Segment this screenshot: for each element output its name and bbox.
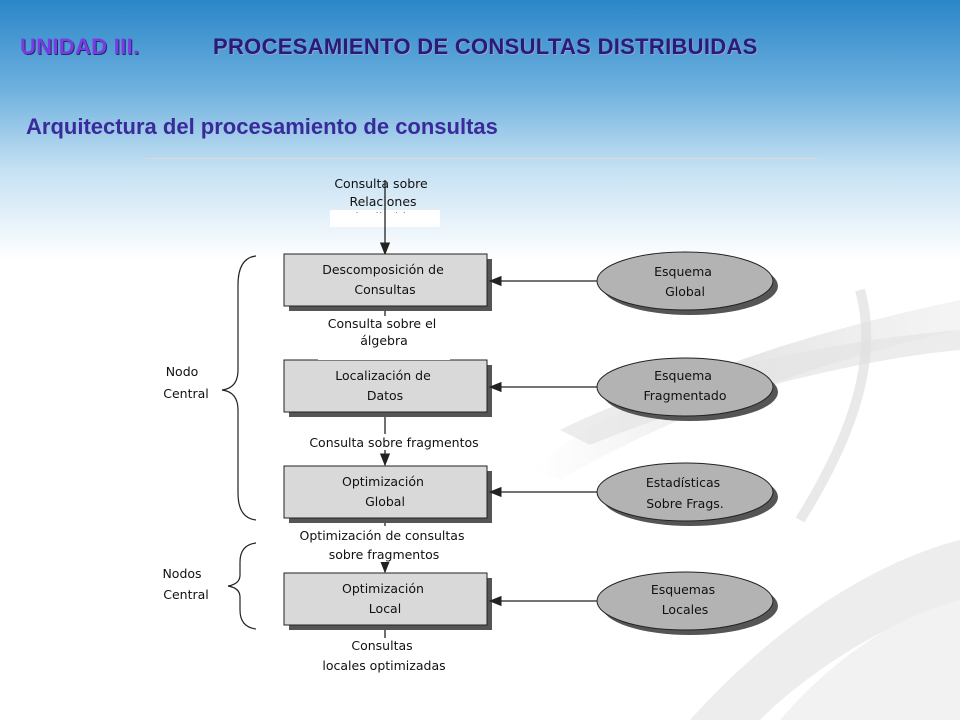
ellipse-local-schemas: Esquemas Locales (596, 571, 778, 635)
flow-label-algebra: Consulta sobre el álgebra relacional (318, 316, 450, 364)
box-label: Localización de (335, 368, 431, 383)
svg-text:Consultas locales optim: Consultas locales optimizadas (322, 638, 445, 673)
ellipse-fragmented-schema: Esquema Fragmentado (596, 357, 778, 421)
slide-subtitle: Arquitectura del procesamiento de consul… (26, 114, 498, 139)
svg-text:Esquema Fragmentado: Esquema Fragmentado (644, 368, 727, 403)
svg-text:Optimización Global: Optimización Global (342, 474, 428, 509)
ellipse-fragment-statistics: Estadísticas Sobre Frags. (596, 462, 778, 526)
box-label: Local (369, 601, 401, 616)
input-label-line: Consulta sobre (334, 176, 428, 191)
svg-text:Descomposición de Consul: Descomposición de Consultas (322, 262, 448, 297)
svg-text:Optimización Local: Optimización Local (342, 581, 428, 616)
process-box-localization: Localización de Datos (283, 359, 492, 417)
input-label-line: Relaciones (349, 194, 416, 209)
group-label-nodes: Nodos Central (162, 566, 208, 602)
svg-text:Estadísticas Sobre Frags: Estadísticas Sobre Frags. (646, 475, 724, 511)
svg-text:Consulta sobre fragmentos: Consulta sobre fragmentos (309, 435, 478, 450)
process-box-global-optimization: Optimización Global (283, 465, 492, 523)
box-label: Optimización (342, 581, 424, 596)
box-label: Optimización (342, 474, 424, 489)
divider (145, 158, 817, 159)
input-label: Consulta sobre Relaciones (334, 176, 431, 209)
group-label-central-node: Nodo Central (163, 364, 209, 401)
flow-label-fragments: Consulta sobre fragmentos (296, 434, 492, 450)
box-label: Consultas (354, 282, 415, 297)
box-label: Global (365, 494, 405, 509)
svg-text:Optimización de consultas: Optimización de consultas sobre fragment… (300, 528, 469, 562)
svg-text:Localización de Datos: Localización de Datos (335, 368, 435, 403)
unit-title: UNIDAD III. (20, 34, 140, 59)
svg-text:Consulta sobre el álgebr: Consulta sobre el álgebra (328, 316, 441, 348)
page-title: PROCESAMIENTO DE CONSULTAS DISTRIBUIDAS (213, 34, 758, 59)
flow-label-local-queries: Consultas locales optimizadas (322, 638, 445, 673)
svg-text:Esquema Global: Esquema Global (654, 264, 716, 299)
svg-text:Esquemas Locales: Esquemas Locales (651, 582, 719, 617)
ellipse-global-schema: Esquema Global (596, 251, 778, 315)
brace-central-node (221, 255, 257, 521)
flow-label-fragment-optimization: Optimización de consultas sobre fragment… (290, 526, 480, 562)
process-box-decomposition: Descomposición de Consultas (283, 253, 492, 311)
brace-nodes (227, 542, 257, 630)
box-label: Descomposición de (322, 262, 444, 277)
box-label: Datos (367, 388, 403, 403)
process-box-local-optimization: Optimización Local (283, 572, 492, 630)
